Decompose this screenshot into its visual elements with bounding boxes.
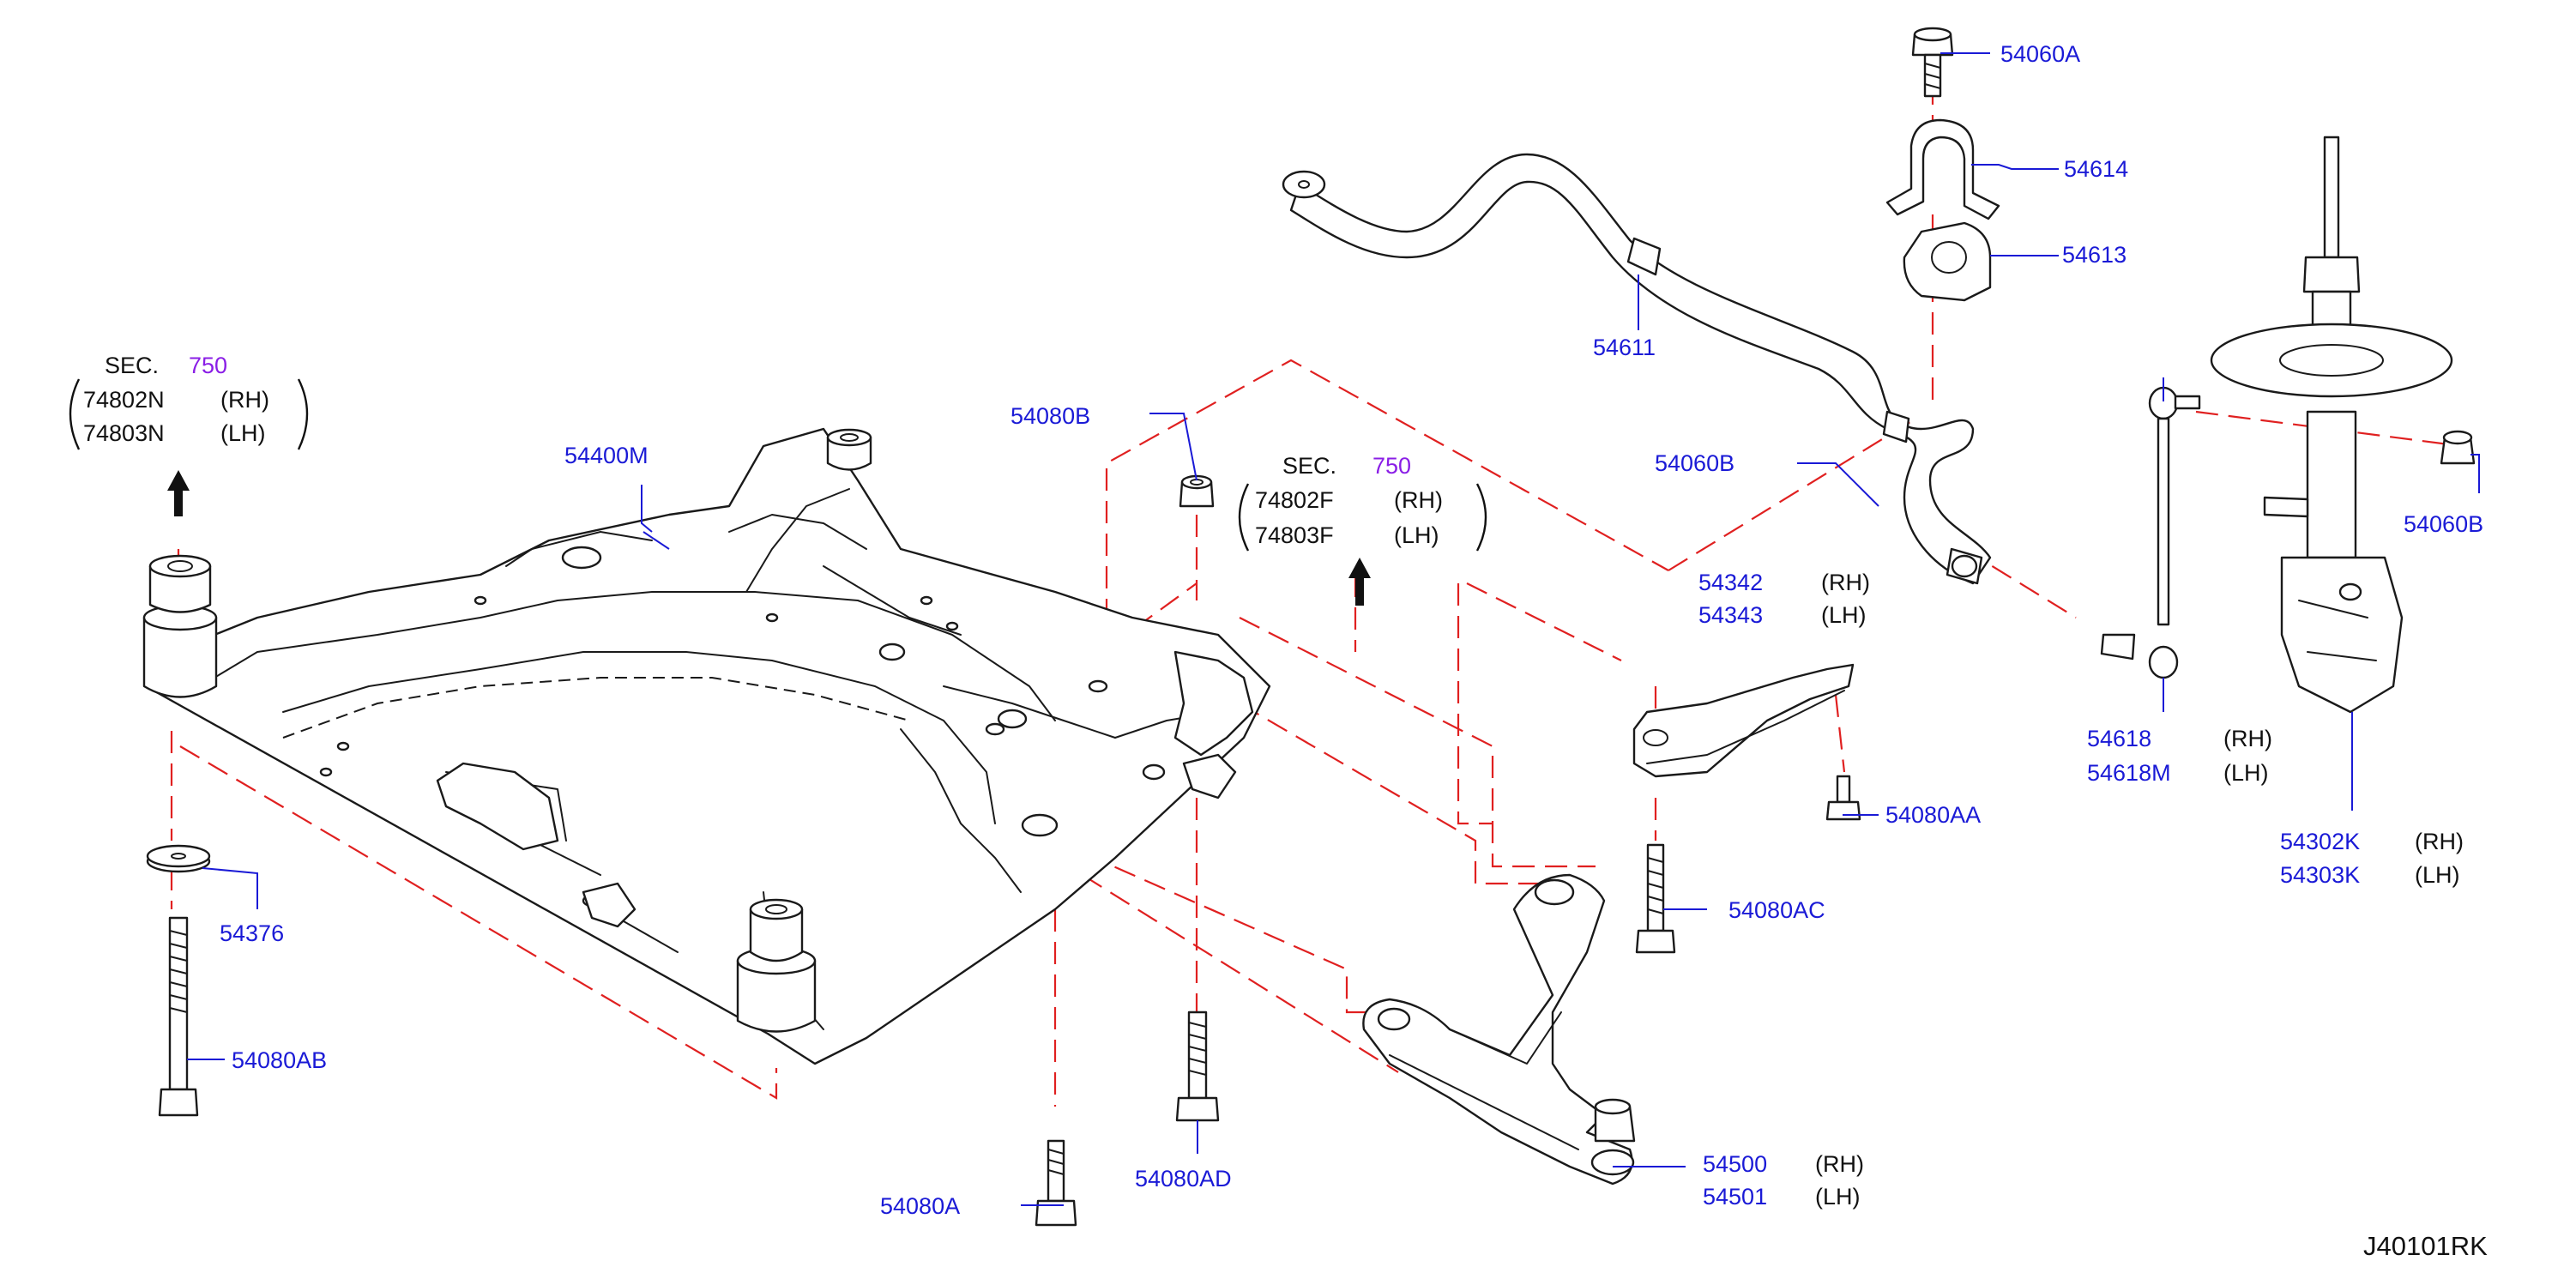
stabilizer-link: [2100, 386, 2201, 679]
part-label-54618M[interactable]: 54618M: [2087, 760, 2171, 786]
subframe: [142, 427, 1271, 1065]
side-lh: (LH): [1821, 602, 1867, 628]
sec-side: (LH): [1394, 522, 1439, 548]
part-label-54376[interactable]: 54376: [220, 920, 284, 946]
part-label-54303K[interactable]: 54303K: [2280, 862, 2360, 888]
part-label-54080B[interactable]: 54080B: [1010, 403, 1090, 429]
sec-part: 74803N: [83, 420, 165, 446]
sec-part: 74802N: [83, 387, 165, 413]
part-label-54613[interactable]: 54613: [2062, 242, 2127, 268]
part-label-54342[interactable]: 54342: [1698, 570, 1763, 595]
sec-number: 750: [1372, 453, 1411, 479]
part-label-54060B-bar[interactable]: 54060B: [1655, 450, 1734, 476]
part-label-54400M[interactable]: 54400M: [564, 443, 649, 468]
side-rh: (RH): [2223, 726, 2272, 751]
side-lh: (LH): [2415, 862, 2460, 888]
phantom-lines: [170, 82, 2463, 1107]
part-label-54618[interactable]: 54618: [2087, 726, 2151, 751]
part-label-54080AC[interactable]: 54080AC: [1728, 897, 1825, 923]
stabilizer-bar: [1282, 153, 1992, 585]
part-label-54080AA[interactable]: 54080AA: [1885, 802, 1981, 828]
part-label-54614[interactable]: 54614: [2064, 156, 2128, 182]
part-label-54080AB[interactable]: 54080AB: [232, 1047, 327, 1073]
washer-54376: [146, 844, 211, 873]
bolt-54080AD: [1175, 1011, 1220, 1122]
part-label-54080A[interactable]: 54080A: [880, 1193, 960, 1219]
sec-side: (RH): [220, 387, 269, 413]
sec-ref-center: SEC. 750 74802F (RH) 74803F (LH): [1238, 453, 1487, 552]
nut-54060B-strut: [2440, 430, 2476, 465]
sec-side: (RH): [1394, 487, 1443, 513]
leader-lines: [187, 52, 2480, 1206]
nut-54080B: [1179, 474, 1215, 508]
bracket-54614: [1885, 118, 2000, 220]
bolt-54080AC: [1635, 843, 1676, 954]
bushing-54613: [1903, 221, 1992, 302]
sec-prefix: SEC.: [1282, 453, 1336, 479]
side-lh: (LH): [1815, 1184, 1861, 1210]
part-label-54060A[interactable]: 54060A: [2000, 41, 2080, 67]
part-label-54080AD[interactable]: 54080AD: [1135, 1166, 1232, 1192]
diagram-code: J40101RK: [2363, 1231, 2488, 1261]
part-label-54611[interactable]: 54611: [1593, 335, 1656, 360]
arrow-up-icon: [167, 470, 190, 516]
sec-prefix: SEC.: [105, 353, 159, 378]
bolt-54060A: [1911, 27, 1954, 98]
side-rh: (RH): [1815, 1151, 1864, 1177]
part-label-54500[interactable]: 54500: [1703, 1151, 1767, 1177]
part-label-54501[interactable]: 54501: [1703, 1184, 1767, 1210]
side-lh: (LH): [2223, 760, 2269, 786]
arrow-up-icon-2: [1348, 558, 1371, 606]
part-label-54302K[interactable]: 54302K: [2280, 829, 2360, 854]
sec-number: 750: [189, 353, 227, 378]
sec-ref-left: SEC. 750 74802N (RH) 74803N (LH): [69, 353, 309, 450]
transverse-link: [1632, 663, 1855, 778]
side-rh: (RH): [2415, 829, 2464, 854]
lower-arm: [1362, 873, 1636, 1186]
bolt-54080AB: [158, 916, 199, 1117]
sec-part: 74803F: [1255, 522, 1334, 548]
side-rh: (RH): [1821, 570, 1870, 595]
part-label-54060B-strut[interactable]: 54060B: [2404, 511, 2483, 537]
sec-part: 74802F: [1255, 487, 1334, 513]
bolt-54080AA: [1825, 775, 1861, 821]
bolt-54080A: [1035, 1139, 1077, 1227]
part-labels: 54060A 54614 54613 54611 54060B 54060B 5…: [220, 41, 2488, 1261]
part-label-54343[interactable]: 54343: [1698, 602, 1763, 628]
sec-side: (LH): [220, 420, 266, 446]
strut-assembly: [2210, 136, 2453, 714]
